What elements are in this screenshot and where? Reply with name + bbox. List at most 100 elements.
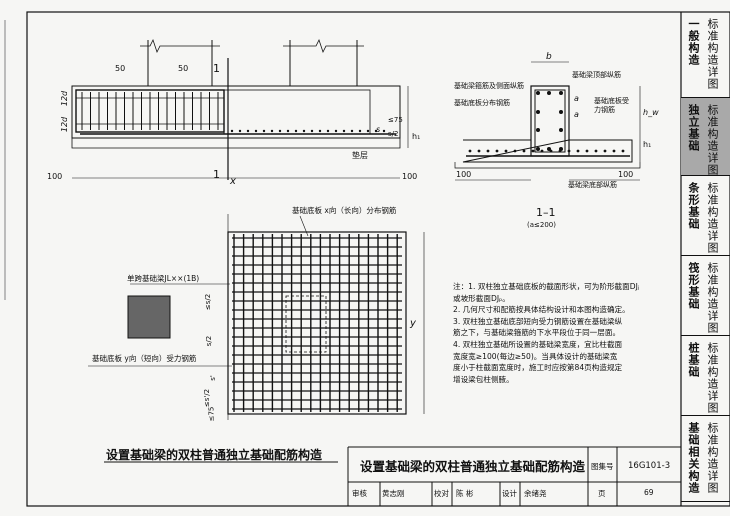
h1-elev: h₁: [412, 132, 421, 141]
section-slab-dot: [531, 149, 535, 153]
slab-bar-dot: [350, 129, 354, 133]
section-rebar-dot: [559, 128, 563, 132]
plan-s2-b: s/2: [205, 335, 214, 347]
plan-leader-x: [299, 215, 309, 237]
sidebar-tab-label: 独立基础: [687, 104, 700, 152]
callout-bottom-bars: 基础梁底部纵筋: [568, 181, 617, 189]
callout-slab-main: 基础底板受力钢筋: [594, 97, 629, 114]
elevation-bottom-bars: [80, 129, 396, 135]
dim-12d-bottom: 12d: [60, 116, 70, 133]
dim-100-left: 100: [47, 172, 63, 181]
callout-side-bars: 基础梁箍筋及侧面纵筋: [454, 82, 524, 90]
section-stirrup: [534, 89, 566, 153]
slab-bar-dot: [342, 129, 346, 133]
section-slab-dot: [495, 149, 499, 153]
section-slab-dot: [549, 149, 553, 153]
sidebar-tab[interactable]: 桩基础标准构造详图: [681, 336, 730, 416]
titleblock-title: 设置基础梁的双柱普通独立基础配筋构造: [360, 459, 586, 474]
sidebar-tab[interactable]: 基础相关构造标准构造详图: [681, 416, 730, 502]
titleblock-check-label: 校对: [434, 489, 449, 498]
plan-s2-a: ≤s/2: [204, 293, 213, 311]
section-slab-dot: [513, 149, 517, 153]
titleblock-page-no: 69: [644, 488, 654, 497]
plan-rebar-grid: [232, 234, 402, 412]
sidebar-tab-prefix: 标准构造详图: [706, 18, 719, 90]
section-slab-dot: [576, 149, 580, 153]
slab-bar-dot: [382, 129, 386, 133]
section-slab-dot: [468, 149, 472, 153]
slab-bar-dot: [246, 129, 250, 133]
section-slab-dot: [540, 149, 544, 153]
section-a2: a: [574, 110, 579, 119]
slab-bar-dot: [230, 129, 234, 133]
section-h1: h₁: [643, 140, 652, 149]
note-line: 注：1. 双柱独立基础底板的截面形状，可为阶形截面DJⱼ: [453, 282, 640, 291]
section-a1: a: [574, 94, 579, 103]
column-break-right: [283, 38, 364, 54]
plan-s-prime: s': [208, 375, 217, 381]
titleblock-atlas-label: 图集号: [591, 462, 614, 471]
section-slab: [462, 139, 633, 163]
drawing-caption: 设置基础梁的双柱普通独立基础配筋构造: [106, 448, 323, 462]
section-slab-dot: [594, 149, 598, 153]
titleblock-page-label: 页: [598, 489, 606, 498]
sidebar-tab-prefix: 标准构造详图: [706, 262, 719, 334]
section-100-right: 100: [618, 170, 634, 179]
plan-s2-c: ≤s'/2: [203, 388, 212, 408]
titleblock-design-label: 设计: [502, 489, 517, 498]
sidebar-tab-label: 条形基础: [687, 182, 700, 230]
titleblock-design-name: 余绪尧: [524, 489, 547, 498]
slab-bar-dot: [310, 129, 314, 133]
section-rebar-dot: [559, 110, 563, 114]
sheet-frame: [26, 11, 730, 507]
beam-cage-right: [223, 89, 371, 135]
slab-bar-dot: [302, 129, 306, 133]
section-slab-dot: [558, 149, 562, 153]
sidebar-tab[interactable]: 独立基础标准构造详图: [681, 98, 730, 176]
s2-elev: s/2: [388, 130, 399, 138]
slab-bar-dot: [238, 129, 242, 133]
s-label: s: [376, 125, 381, 134]
section-100-left: 100: [456, 170, 472, 179]
slab-bar-dot: [278, 129, 282, 133]
cushion-layer: [71, 138, 401, 149]
section-slab-dot: [603, 149, 607, 153]
sidebar-tab-label: 一般构造: [687, 18, 700, 66]
plan-footing-outline: [227, 231, 407, 415]
section-rebar-dot: [536, 110, 540, 114]
section-view: [454, 61, 641, 181]
section-rebar-dot: [547, 91, 551, 95]
sidebar-tab[interactable]: 筏形基础标准构造详图: [681, 256, 730, 336]
sidebar-tab[interactable]: 条形基础标准构造详图: [681, 176, 730, 256]
elevation-view: [71, 38, 409, 180]
section-rebar-dot: [547, 147, 551, 151]
dim-50-right: 50: [178, 64, 189, 73]
note-line: 或坡形截面DJₚ。: [453, 293, 510, 303]
slab-bar-dot: [334, 129, 338, 133]
dim-100-right: 100: [402, 172, 418, 181]
callout-x-bars: 基础底板 x向（长向）分布钢筋: [292, 206, 397, 215]
section-slab-dot: [477, 149, 481, 153]
section-beam: [530, 85, 570, 157]
section-slab-dot: [504, 149, 508, 153]
section-slab-dot: [585, 149, 589, 153]
sidebar-tab[interactable]: 一般构造标准构造详图: [681, 12, 730, 98]
sidebar-tab-prefix: 标准构造详图: [706, 422, 719, 494]
sidebar-tab-prefix: 标准构造详图: [706, 104, 719, 176]
slab-bar-dot: [262, 129, 266, 133]
section-rebar-dot: [536, 91, 540, 95]
section-title: 1–1: [536, 206, 556, 219]
le75-elev: ≤75: [388, 116, 403, 124]
plan-column-left: [127, 295, 171, 339]
section-slab-dot: [612, 149, 616, 153]
plan-view: [227, 214, 425, 420]
titleblock-atlas-no: 16G101-3: [628, 461, 671, 471]
note-line: 增设梁包柱侧腋。: [453, 374, 514, 384]
cut-mark-bottom: 1: [213, 168, 220, 181]
slab-bar-dot: [294, 129, 298, 133]
elevation-stirrups: [76, 92, 224, 130]
titleblock-check-name: 陈 彬: [456, 489, 474, 498]
note-line: 4. 双柱独立基础所设置的基础梁宽度，宜比柱截面: [453, 340, 623, 349]
